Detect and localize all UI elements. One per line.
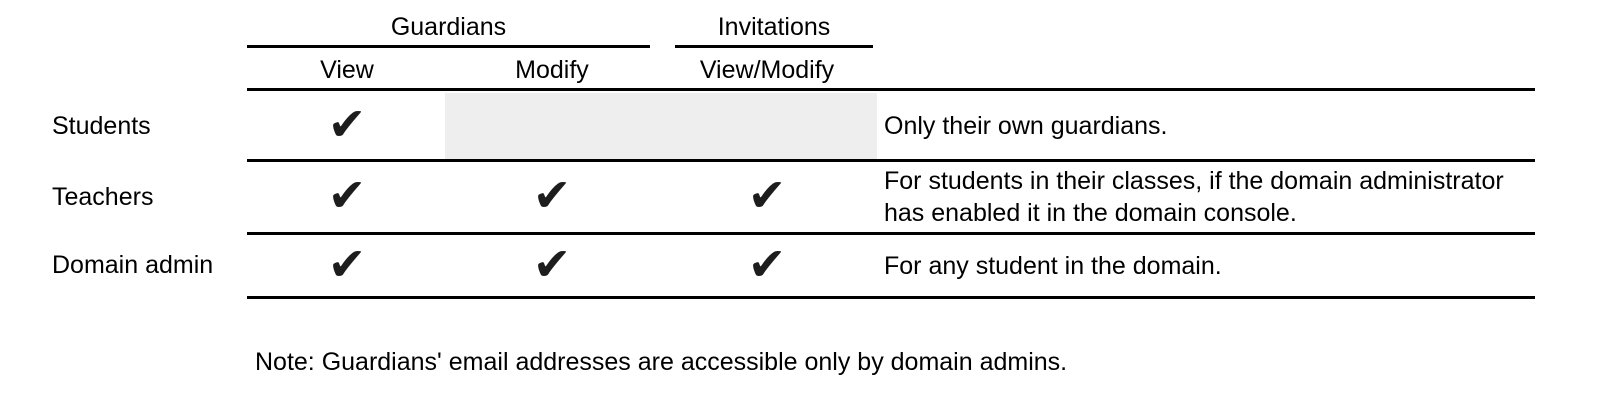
column-header-view: View: [320, 55, 374, 84]
footnote: Note: Guardians' email addresses are acc…: [255, 348, 1068, 376]
check-icon: ✔: [532, 237, 572, 290]
cell-domain-admin-view: ✔: [247, 235, 447, 296]
check-icon: ✔: [747, 169, 787, 221]
table-row-teachers: ✔ ✔ ✔ For students in their classes, if …: [247, 162, 1535, 235]
note-text: For students in their classes, if the do…: [884, 167, 1504, 227]
cell-students-view: ✔: [247, 93, 447, 159]
cell-students-modify: ✔: [447, 93, 657, 159]
column-group-invitations-label: Invitations: [717, 13, 831, 41]
column-header-modify: Modify: [515, 55, 589, 84]
cell-domain-admin-modify: ✔: [447, 235, 657, 296]
table-row-domain-admin: ✔ ✔ ✔ For any student in the domain.: [247, 235, 1535, 299]
disabled-cell-students-modify-viewmodify: [445, 93, 877, 159]
note-text: Only their own guardians.: [884, 112, 1168, 140]
column-header-view-modify: View/Modify: [699, 55, 835, 84]
check-icon: ✔: [327, 98, 367, 150]
cell-domain-admin-note: For any student in the domain.: [884, 235, 1539, 296]
column-group-guardians: Guardians: [247, 10, 650, 48]
row-label-teachers: Teachers: [52, 182, 154, 211]
check-icon: ✔: [327, 169, 367, 221]
cell-students-note: Only their own guardians.: [884, 93, 1539, 159]
column-group-guardians-label: Guardians: [390, 13, 507, 41]
check-icon: ✔: [747, 237, 787, 290]
row-label-domain-admin: Domain admin: [52, 251, 214, 279]
column-header-row: View Modify View/Modify: [247, 52, 1535, 91]
cell-students-view-modify: ✔: [657, 93, 877, 159]
cell-domain-admin-view-modify: ✔: [657, 235, 877, 296]
cell-teachers-modify: ✔: [447, 162, 657, 232]
check-icon: ✔: [327, 237, 367, 290]
note-text: For any student in the domain.: [884, 251, 1222, 280]
cell-teachers-view: ✔: [247, 162, 447, 232]
cell-teachers-note: For students in their classes, if the do…: [884, 162, 1539, 232]
cell-teachers-view-modify: ✔: [657, 162, 877, 232]
table-row-students: ✔ ✔ ✔ Only their own guardians.: [247, 93, 1535, 162]
column-group-invitations: Invitations: [675, 10, 873, 48]
check-icon: ✔: [532, 169, 572, 221]
row-label-students: Students: [52, 111, 151, 140]
